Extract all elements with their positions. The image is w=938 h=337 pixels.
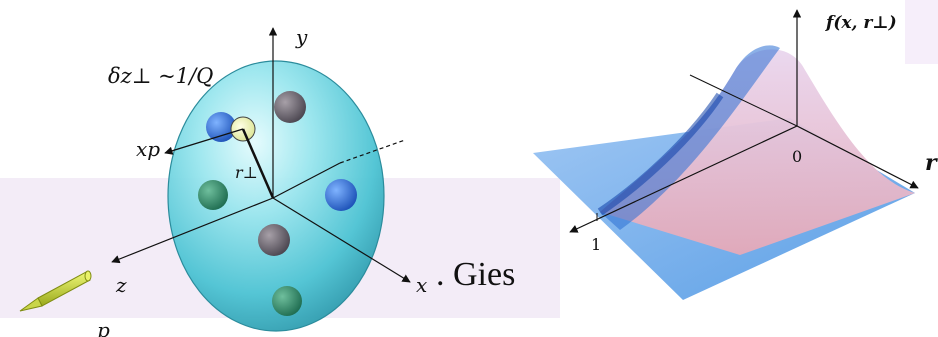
one-label: 1 (591, 235, 601, 254)
y-label: y (295, 25, 308, 49)
quark-green-bottom (272, 286, 302, 316)
caption-fragment: . Gies (436, 256, 566, 294)
x-label: x (416, 273, 427, 297)
zero-label: 0 (792, 147, 802, 166)
xp-label: xp (136, 137, 160, 161)
quark-grey-top (274, 91, 306, 123)
quark-green-left (198, 180, 228, 210)
p-label: p (97, 318, 110, 337)
f-label: f(x, r⊥) (825, 13, 897, 33)
r-axis-label: r (925, 150, 938, 176)
quark-blue-right (325, 179, 357, 211)
incoming-proton-arrow (20, 271, 91, 311)
quark-grey-center (258, 224, 290, 256)
r-perp-label: r⊥ (235, 163, 258, 182)
z-label: z (115, 273, 127, 297)
delta-z-label: δz⊥ ~1/Q (108, 64, 213, 88)
distribution-surface-plot (533, 10, 918, 300)
